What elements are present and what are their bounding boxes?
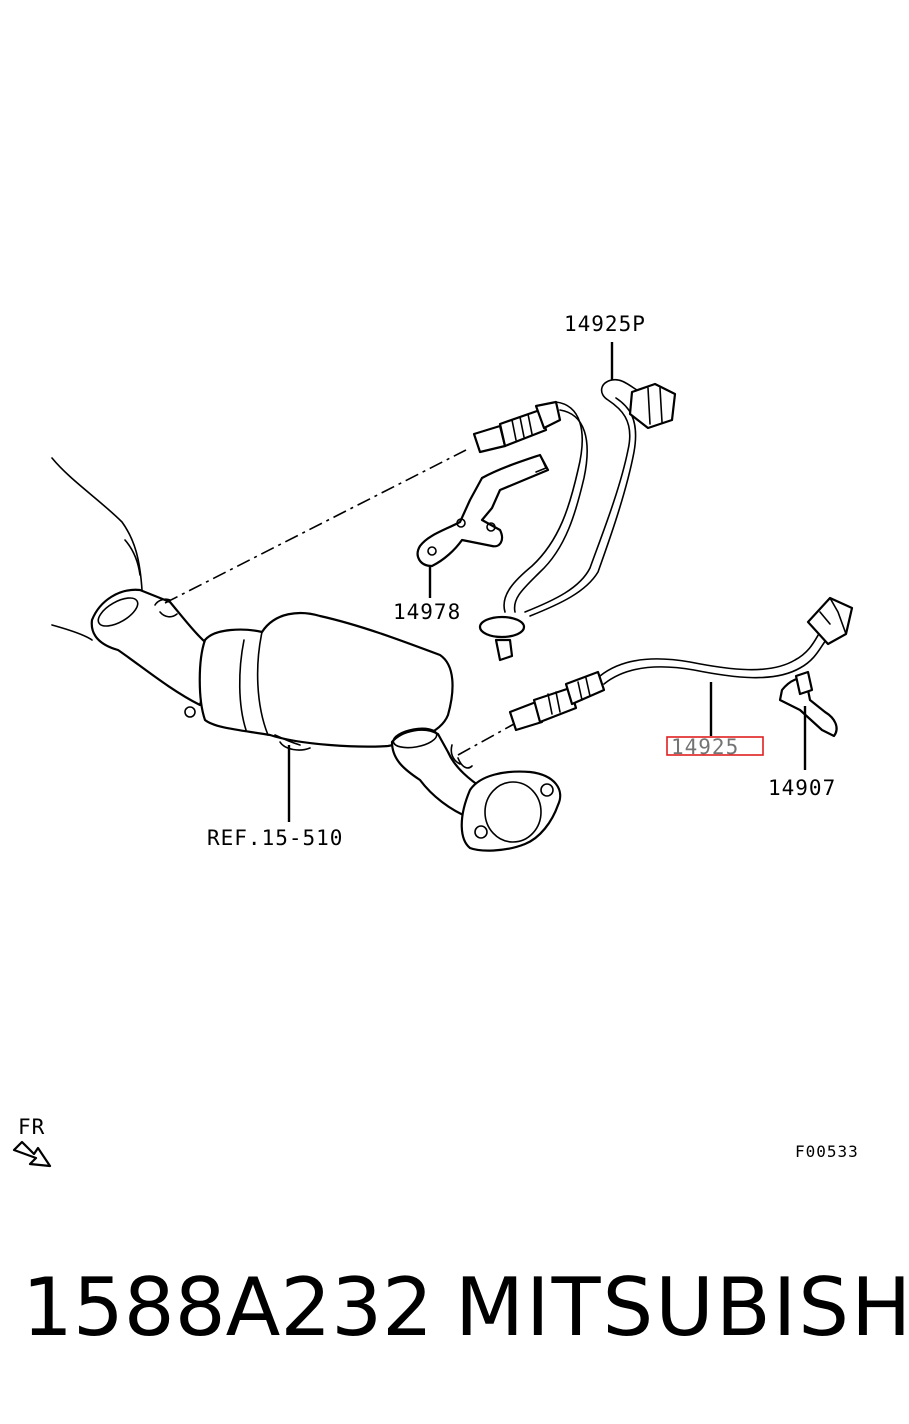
part-number: 1588A232 xyxy=(22,1261,434,1354)
callout-reference: REF.15-510 xyxy=(207,826,343,850)
harness-clip xyxy=(778,670,838,738)
upper-alignment-line xyxy=(164,449,467,604)
direction-label: FR xyxy=(18,1115,45,1139)
upper-oxygen-sensor xyxy=(472,378,677,662)
callout-14978: 14978 xyxy=(393,600,461,624)
exhaust-catalytic-converter xyxy=(51,457,562,852)
sensor-bracket xyxy=(416,453,550,568)
callout-14925: 14925 xyxy=(671,735,739,759)
direction-arrow-icon xyxy=(12,1140,52,1168)
callout-14907: 14907 xyxy=(768,776,836,800)
brand-name: MITSUBISHI xyxy=(455,1261,909,1354)
lower-alignment-line xyxy=(457,723,515,756)
callout-14925P: 14925P xyxy=(564,312,646,336)
figure-code: F00533 xyxy=(795,1142,859,1161)
highlight-box xyxy=(666,736,764,756)
